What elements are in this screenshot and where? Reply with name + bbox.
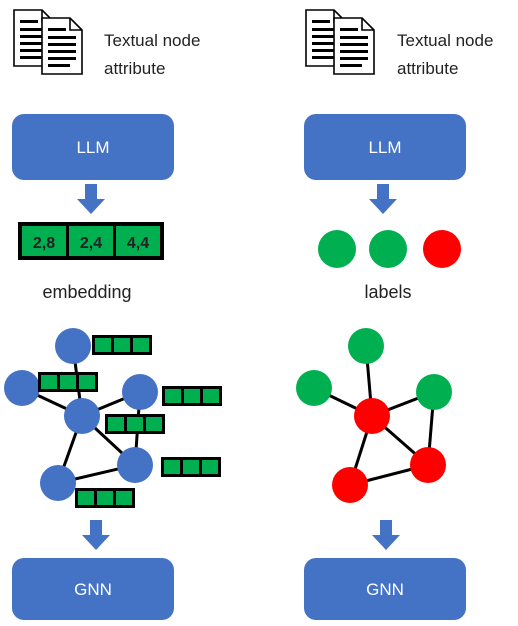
arrow-down-icon [77,184,105,214]
graph-node [55,328,91,364]
llm-box: LLM [304,114,466,180]
gnn-box: GNN [12,558,174,620]
labels-caption: labels [364,282,411,302]
doc-label-line1: Textual node [104,31,200,50]
graph-node [348,328,384,364]
llm-label: LLM [76,138,109,157]
llm-label: LLM [368,138,401,157]
right-panel: Textual node attribute LLM labels [296,9,493,620]
doc-label-line2: attribute [397,59,458,78]
left-graph-nodes [4,328,158,501]
graph-node [296,370,332,406]
graph-node [332,467,368,503]
doc-label-line2: attribute [104,59,165,78]
arrow-down-icon [369,184,397,214]
embedding-caption: embedding [42,282,131,302]
gnn-label: GNN [366,580,404,599]
embedding-cell: 2,4 [80,235,102,252]
llm-box: LLM [12,114,174,180]
label-circle-green [318,230,356,268]
embedding-cell: 2,8 [33,235,55,252]
embedding-cell: 4,4 [127,235,149,252]
graph-node [354,398,390,434]
arrow-down-icon [372,520,400,550]
document-stack-icon [13,9,83,75]
graph-node [4,370,40,406]
label-circle-red [423,230,461,268]
embedding-vector: 2,8 2,4 4,4 [18,222,164,260]
document-stack-icon [305,9,375,75]
graph-node [122,374,158,410]
left-panel: Textual node attribute LLM 2,8 2,4 4,4 e… [4,9,222,620]
gnn-box: GNN [304,558,466,620]
gnn-label: GNN [74,580,112,599]
graph-node [416,374,452,410]
label-circle-green [369,230,407,268]
doc-label-line1: Textual node [397,31,493,50]
graph-node [40,465,76,501]
label-circles [318,230,461,268]
graph-node [410,447,446,483]
graph-node [117,447,153,483]
graph-node [64,398,100,434]
right-graph-nodes [296,328,452,503]
arrow-down-icon [82,520,110,550]
